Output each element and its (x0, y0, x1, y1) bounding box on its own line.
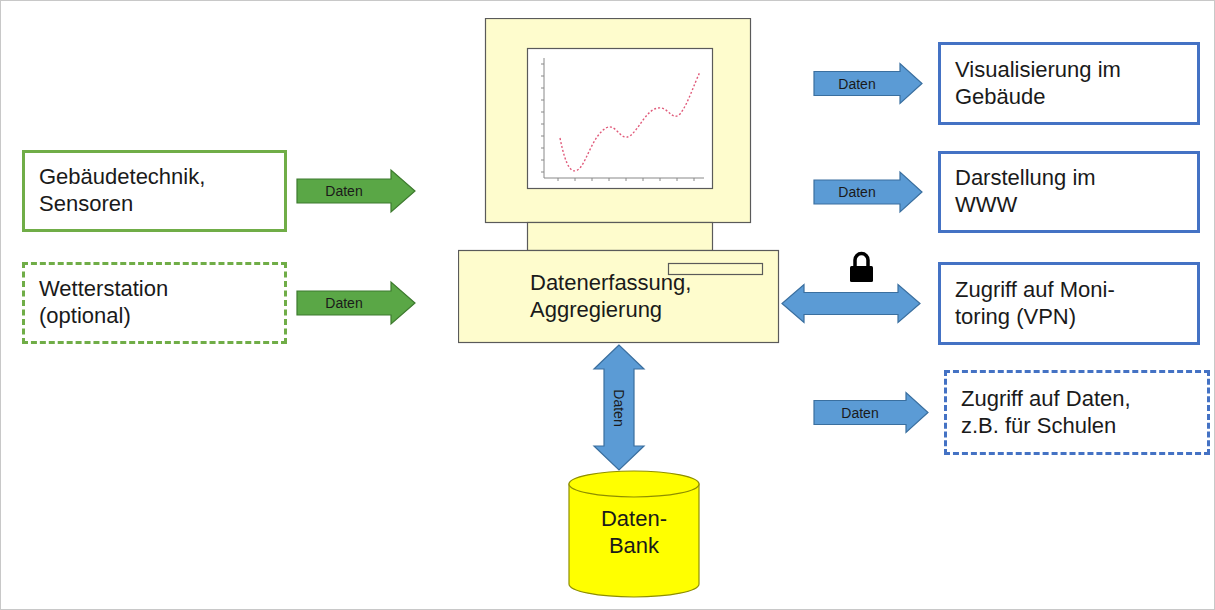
output-box: Darstellung im WWW (938, 151, 1200, 233)
arrow-label: Daten (325, 296, 362, 310)
optional-source-box: Wetterstation (optional) (22, 262, 287, 344)
node-text: Zugriff auf Moni- toring (VPN) (955, 277, 1155, 331)
block-arrow (782, 285, 920, 323)
arrow-label: Daten (838, 185, 875, 199)
block-arrow (297, 282, 415, 324)
cylinder-body (569, 484, 699, 597)
block-arrow (814, 393, 928, 433)
text-wrap: Darstellung im WWW (955, 165, 1155, 219)
database-cylinder: Daten- Bank (568, 470, 700, 598)
chart-axes (544, 58, 704, 178)
text-wrap: Wetterstation (optional) (39, 276, 239, 330)
node-text: Gebäudetechnik, Sensoren (39, 164, 239, 218)
monitor-frame (486, 19, 751, 223)
arrow-label: Daten (841, 406, 878, 420)
monitor-screen (528, 49, 713, 189)
node-text: Darstellung im WWW (955, 165, 1155, 219)
node-text: Daten- Bank (584, 506, 684, 560)
block-arrow (594, 345, 644, 470)
text-wrap: Zugriff auf Moni- toring (VPN) (955, 277, 1155, 331)
arrow-label: Daten (612, 389, 626, 426)
arrow-label: Daten (838, 77, 875, 91)
monitor-neck (528, 223, 713, 251)
chart-curve (560, 72, 700, 171)
node-text: Wetterstation (optional) (39, 276, 239, 330)
block-arrow (814, 172, 922, 212)
output-box: Zugriff auf Moni- toring (VPN) (938, 262, 1200, 345)
computer-outline (458, 18, 780, 344)
block-arrow (297, 170, 415, 212)
cylinder-top (569, 471, 699, 497)
block-arrow (814, 64, 922, 104)
text-wrap: Datenerfassung, Aggregierung (530, 270, 740, 324)
chart-ticks (541, 64, 694, 181)
text-wrap: Zugriff auf Daten, z.B. für Schulen (961, 386, 1161, 440)
lock-icon (850, 254, 873, 283)
text-wrap: Gebäudetechnik, Sensoren (39, 164, 239, 218)
text-wrap: Daten- Bank (584, 506, 684, 560)
output-box: Visualisierung im Gebäude (938, 42, 1200, 125)
computer-base (459, 251, 779, 343)
source-box: Gebäudetechnik, Sensoren (22, 150, 287, 232)
computer-node: Datenerfassung, Aggregierung (458, 18, 780, 344)
text-wrap: Visualisierung im Gebäude (955, 57, 1155, 111)
optional-output-box: Zugriff auf Daten, z.B. für Schulen (944, 370, 1210, 455)
node-text: Datenerfassung, Aggregierung (530, 270, 740, 324)
node-text: Zugriff auf Daten, z.B. für Schulen (961, 386, 1161, 440)
arrow-label: Daten (325, 184, 362, 198)
node-text: Visualisierung im Gebäude (955, 57, 1155, 111)
